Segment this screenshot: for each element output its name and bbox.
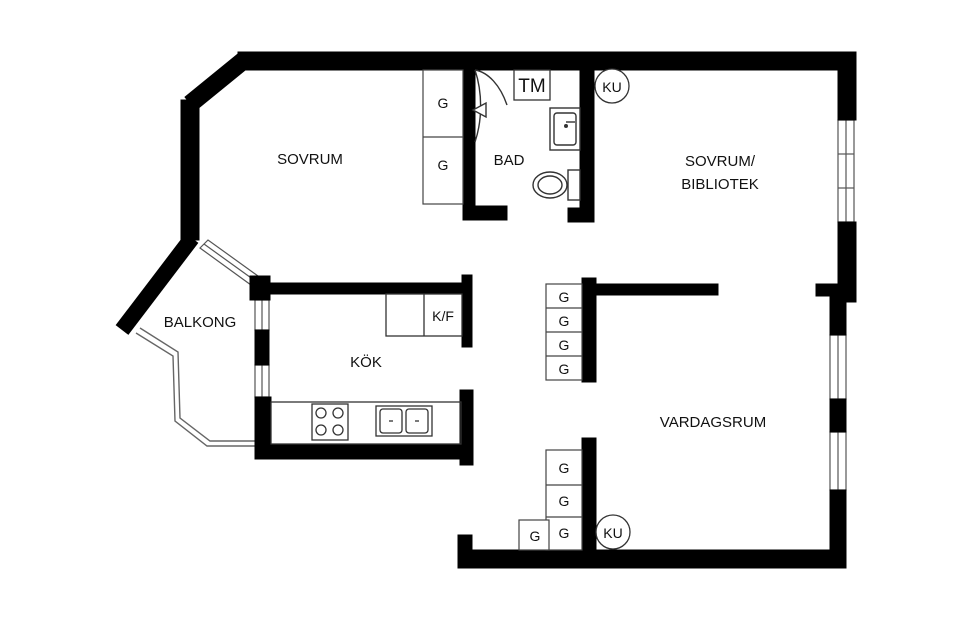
tm-box — [513, 69, 551, 101]
wardrobes — [422, 69, 583, 551]
room-label-sovrum-bibliotek-1: SOVRUM/ — [685, 153, 756, 170]
wardrobe-label: G — [438, 157, 449, 173]
stove-burner-4 — [332, 424, 344, 436]
bathroom-fixtures — [471, 69, 581, 201]
walls — [115, 51, 857, 569]
room-label-balkong: BALKONG — [164, 314, 237, 331]
wardrobe-labels: G G G G G G G G G G — [438, 95, 570, 544]
stove-burner-1 — [315, 407, 327, 419]
ku-label-bottom: KU — [603, 525, 622, 541]
kf-label: K/F — [432, 308, 454, 324]
wardrobe-label: G — [438, 95, 449, 111]
wardrobe-label: G — [559, 361, 570, 377]
room-label-sovrum-bibliotek-2: BIBLIOTEK — [681, 176, 759, 193]
ku-label-top: KU — [602, 79, 621, 95]
room-label-vardagsrum: VARDAGSRUM — [660, 414, 766, 431]
wardrobe-label: G — [530, 528, 541, 544]
room-label-kok: KÖK — [350, 353, 382, 371]
wardrobe-label: G — [559, 493, 570, 509]
wardrobe-label: G — [559, 460, 570, 476]
room-label-bad: BAD — [494, 152, 525, 169]
ku-circles — [594, 68, 631, 550]
wardrobe-label: G — [559, 313, 570, 329]
room-label-sovrum: SOVRUM — [277, 151, 343, 168]
stove-burner-2 — [332, 407, 344, 419]
stove-burner-3 — [315, 424, 327, 436]
wardrobe-label: G — [559, 289, 570, 305]
wardrobe-label: G — [559, 525, 570, 541]
balcony-railing — [135, 327, 256, 447]
wardrobe-label: G — [559, 337, 570, 353]
kitchen-fixtures — [270, 293, 463, 445]
tm-label: TM — [518, 76, 545, 97]
